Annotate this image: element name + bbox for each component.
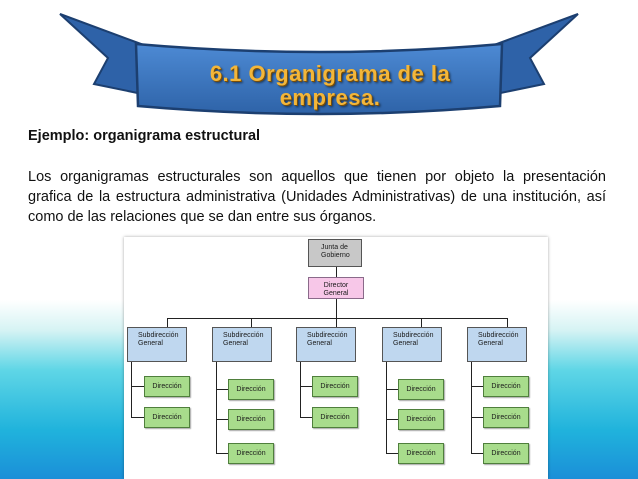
director-general-box: Director General — [308, 277, 364, 299]
ribbon-left-tail — [59, 13, 153, 98]
ribbon-main — [134, 42, 504, 116]
connector — [300, 386, 312, 387]
page-title-line2: empresa. — [279, 85, 381, 110]
direction-box: Dirección — [228, 379, 274, 400]
connector — [471, 362, 472, 454]
connector — [300, 417, 312, 418]
connector — [471, 386, 483, 387]
connector — [131, 386, 144, 387]
connector — [131, 417, 144, 418]
connector — [300, 362, 301, 418]
governing-board-box: Junta de Gobierno — [308, 239, 362, 267]
connector — [386, 419, 398, 420]
direction-box: Dirección — [312, 376, 358, 397]
connector — [216, 453, 228, 454]
connector — [251, 318, 252, 327]
connector — [167, 318, 168, 327]
connector — [386, 362, 387, 454]
subdirection-box: Subdirección General — [212, 327, 272, 362]
page-title-line1: 6.1 Organigrama de la — [209, 61, 451, 86]
page-title: 6.1 Organigrama de la empresa. — [150, 62, 510, 110]
connector — [336, 318, 337, 327]
org-chart-image: Junta de Gobierno Director General Subdi… — [124, 237, 548, 479]
subdirection-box: Subdirección General — [127, 327, 187, 362]
section-subtitle: Ejemplo: organigrama estructural — [28, 128, 261, 144]
direction-box: Dirección — [483, 407, 529, 428]
connector — [421, 318, 422, 327]
direction-box: Dirección — [312, 407, 358, 428]
connector — [167, 318, 507, 319]
connector — [216, 362, 217, 454]
connector — [336, 299, 337, 318]
direction-box: Dirección — [483, 376, 529, 397]
direction-box: Dirección — [144, 376, 190, 397]
subdirection-box: Subdirección General — [296, 327, 356, 362]
connector — [131, 362, 132, 418]
direction-box: Dirección — [398, 379, 444, 400]
direction-box: Dirección — [398, 409, 444, 430]
connector — [471, 453, 483, 454]
direction-box: Dirección — [144, 407, 190, 428]
ribbon-right-tail — [485, 13, 579, 98]
connector — [386, 389, 398, 390]
title-banner — [59, 13, 579, 116]
direction-box: Dirección — [398, 443, 444, 464]
connector — [386, 453, 398, 454]
direction-box: Dirección — [228, 443, 274, 464]
description-paragraph: Los organigramas estructurales son aquel… — [28, 169, 606, 225]
connector — [216, 419, 228, 420]
direction-box: Dirección — [483, 443, 529, 464]
connector — [216, 389, 228, 390]
connector — [507, 318, 508, 327]
subdirection-box: Subdirección General — [382, 327, 442, 362]
direction-box: Dirección — [228, 409, 274, 430]
connector — [336, 267, 337, 277]
connector — [471, 417, 483, 418]
subdirection-box: Subdirección General — [467, 327, 527, 362]
